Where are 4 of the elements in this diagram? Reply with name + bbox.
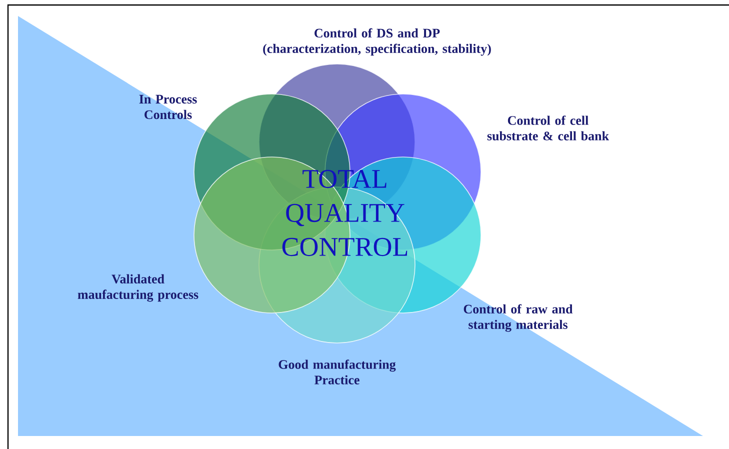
circle-caption: Control of DS and DP (characterization, specification, stability) — [263, 28, 491, 56]
circle-caption: Good manufacturing Practice — [278, 360, 396, 384]
circle-caption: Control of cell substrate & cell bank — [487, 116, 609, 140]
circle-caption: Validated maufacturing process — [78, 274, 198, 302]
